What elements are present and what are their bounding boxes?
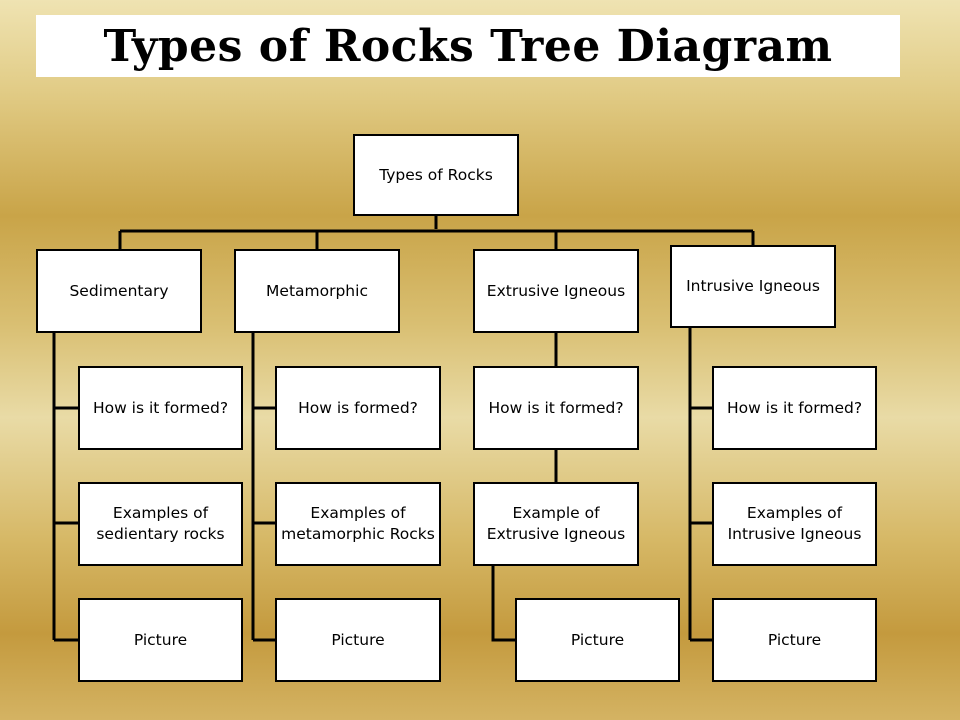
node-label: Picture <box>570 630 625 649</box>
sedimentary-how-formed: How is it formed? <box>78 366 243 450</box>
sedimentary-picture: Picture <box>78 598 243 682</box>
extrusive-picture: Picture <box>515 598 680 682</box>
metamorphic-examples: Examples of metamorphic Rocks <box>275 482 441 566</box>
branch-metamorphic: Metamorphic <box>234 249 400 333</box>
branch-extrusive-igneous: Extrusive Igneous <box>473 249 639 333</box>
node-label: How is it formed? <box>488 398 624 417</box>
extrusive-how-formed: How is it formed? <box>473 366 639 450</box>
branch-intrusive-igneous: Intrusive Igneous <box>670 245 836 328</box>
root-node: Types of Rocks <box>353 134 519 216</box>
node-label: How is it formed? <box>92 398 229 417</box>
connector-metamorphic <box>251 332 276 642</box>
node-label: Examples of sedientary rocks <box>96 504 225 543</box>
node-label: How is formed? <box>298 398 418 417</box>
connector-sedimentary <box>52 332 79 642</box>
intrusive-examples: Examples of Intrusive Igneous <box>712 482 877 566</box>
intrusive-how-formed: How is it formed? <box>712 366 877 450</box>
branch-label: Intrusive Igneous <box>686 277 820 296</box>
branch-sedimentary: Sedimentary <box>36 249 202 333</box>
node-label: Examples of Intrusive Igneous <box>727 504 862 543</box>
node-label: How is it formed? <box>726 398 863 417</box>
node-label: Picture <box>133 630 188 649</box>
metamorphic-picture: Picture <box>275 598 441 682</box>
node-label: Examples of metamorphic Rocks <box>281 504 435 543</box>
connector-root <box>118 215 755 249</box>
node-label: Example of Extrusive Igneous <box>486 504 626 543</box>
page-title: Types of Rocks Tree Diagram <box>103 20 833 72</box>
branch-label: Extrusive Igneous <box>486 281 626 300</box>
node-label: Picture <box>331 630 385 649</box>
title-banner: Types of Rocks Tree Diagram <box>36 15 900 77</box>
extrusive-examples: Example of Extrusive Igneous <box>473 482 639 566</box>
branch-label: Sedimentary <box>69 281 169 300</box>
branch-label: Metamorphic <box>266 281 368 300</box>
connector-extrusive <box>491 332 558 642</box>
connector-intrusive <box>688 327 713 642</box>
root-label: Types of Rocks <box>379 165 493 184</box>
intrusive-picture: Picture <box>712 598 877 682</box>
metamorphic-how-formed: How is formed? <box>275 366 441 450</box>
node-label: Picture <box>767 630 822 649</box>
sedimentary-examples: Examples of sedientary rocks <box>78 482 243 566</box>
